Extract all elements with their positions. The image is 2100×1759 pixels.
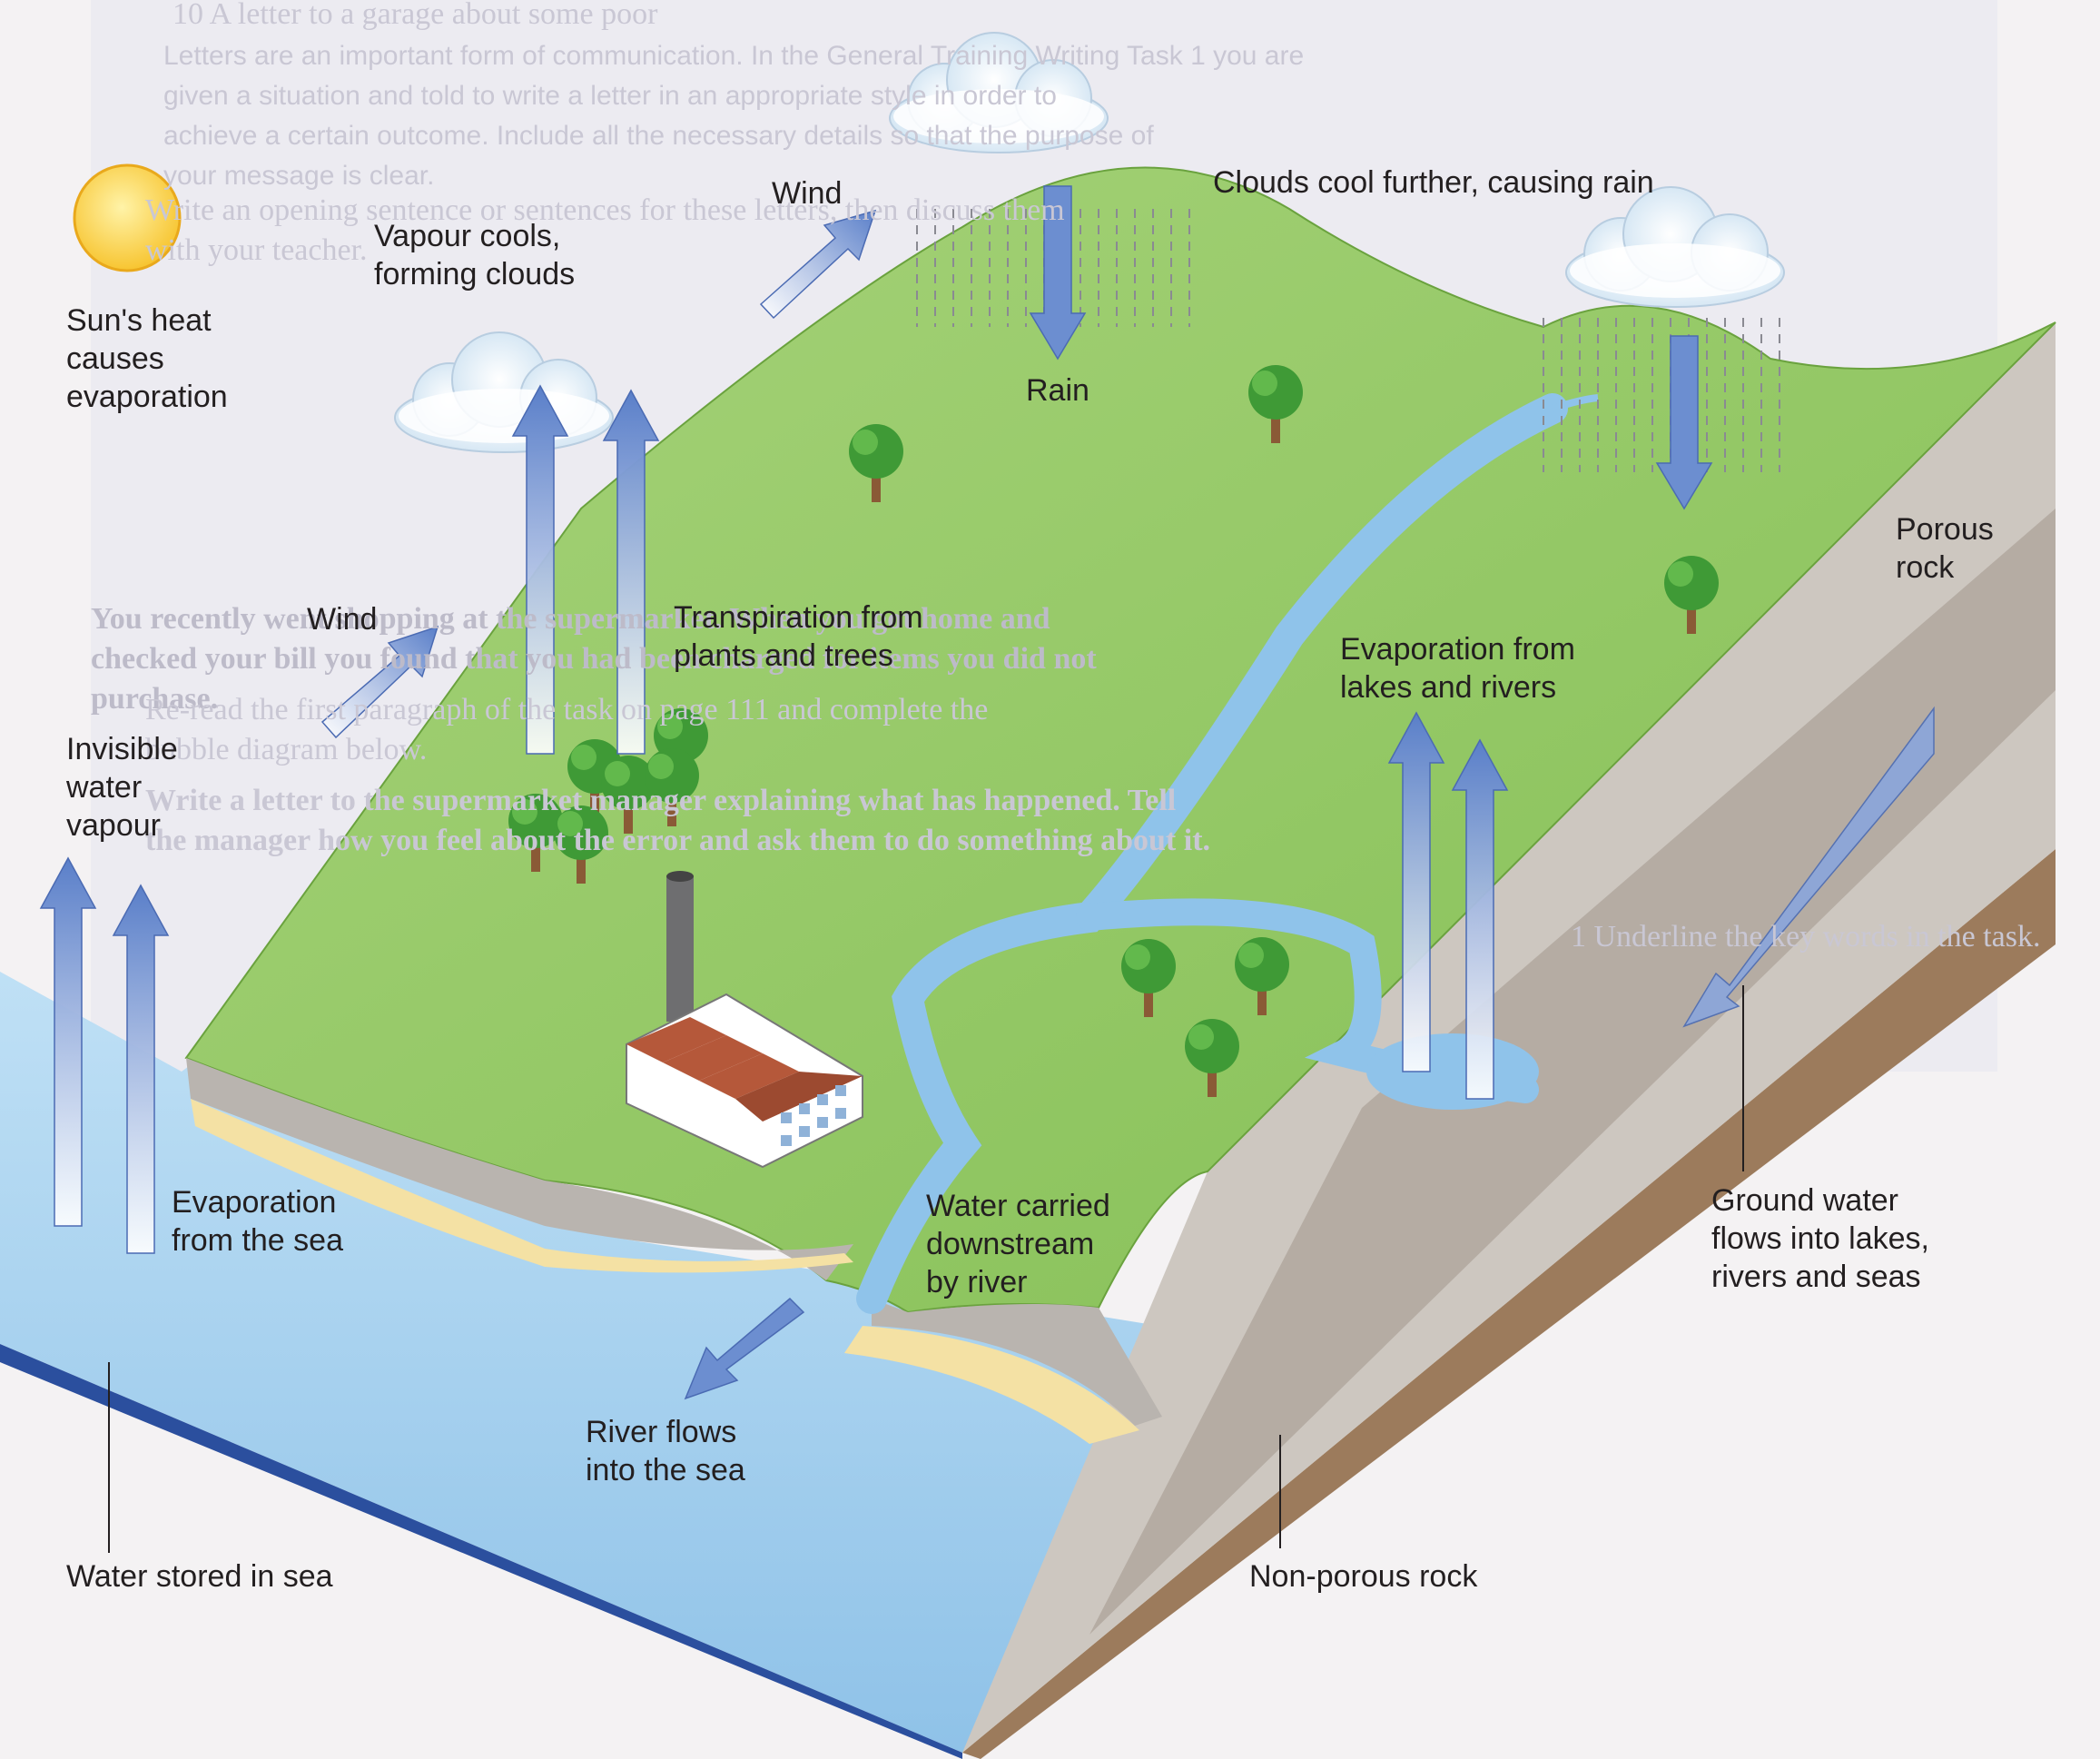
label-vapour-cools: Vapour cools, forming clouds [374,219,576,292]
background-text-3: Write an opening sentence or sentences f… [145,193,1065,267]
river [856,393,1568,1314]
label-transpiration: Transpiration from plants and trees [674,600,923,673]
label-wind-left: Wind [307,602,378,637]
cliff-right [872,1299,1162,1426]
background-text-2: Letters are an important form of communi… [163,41,1305,191]
background-text-7: 1 Underline the key words in the task. [1571,920,2041,954]
lake [1366,1033,1539,1110]
label-evaporation-sea: Evaporation from the sea [172,1185,343,1258]
label-porous-rock: Porous rock [1896,512,1994,585]
sun-icon [73,163,182,272]
land-surface [184,166,2056,1314]
label-water-stored: Water stored in sea [66,1559,333,1594]
background-text-4: You recently went shopping at the superm… [91,602,1097,716]
rain-streaks-left [916,209,1190,327]
rock-layer-mid [1089,509,2056,1635]
flow-arrow-icon [1682,706,1935,1028]
label-river-flows: River flows into the sea [586,1415,745,1487]
rock-layer-dark [962,849,2056,1759]
label-evaporation-lakes: Evaporation from lakes and rivers [1340,632,1575,705]
background-text-5: Write a letter to the supermarket manage… [145,784,1211,857]
cliff-left [186,1058,853,1280]
beach-right [844,1326,1139,1444]
label-suns-heat: Sun's heat causes evaporation [66,303,228,414]
flow-arrow-icon [39,856,97,1227]
leader-lines [108,985,1744,1553]
flow-arrow-icon [684,1297,805,1400]
flow-arrow-icon [1655,335,1713,510]
label-groundwater: Ground water flows into lakes, rivers an… [1711,1183,1929,1294]
background-text-6: Re-read the first paragraph of the task … [145,693,989,766]
label-clouds-cool: Clouds cool further, causing rain [1213,165,1654,200]
sea-edge [0,1344,962,1759]
label-water-carried: Water carried downstream by river [926,1189,1110,1299]
flow-arrow-icon [112,884,170,1254]
flow-arrow-icon [602,389,660,755]
flow-arrow-icon [1451,738,1509,1100]
flow-arrow-icon [511,384,569,755]
flow-arrow-icon [320,625,439,739]
label-invisible-vapour: Invisible water vapour [66,732,178,843]
flow-arrow-icon [1029,185,1087,361]
flow-arrow-icon [1387,711,1445,1072]
label-rain: Rain [1026,373,1089,408]
label-non-porous: Non-porous rock [1249,1559,1478,1594]
factory-icon [626,871,863,1169]
label-wind-top: Wind [772,176,843,211]
flow-arrow-icon [759,209,877,320]
river-source [1551,394,1599,412]
background-text-1: 10 A letter to a garage about some poor [173,0,658,31]
